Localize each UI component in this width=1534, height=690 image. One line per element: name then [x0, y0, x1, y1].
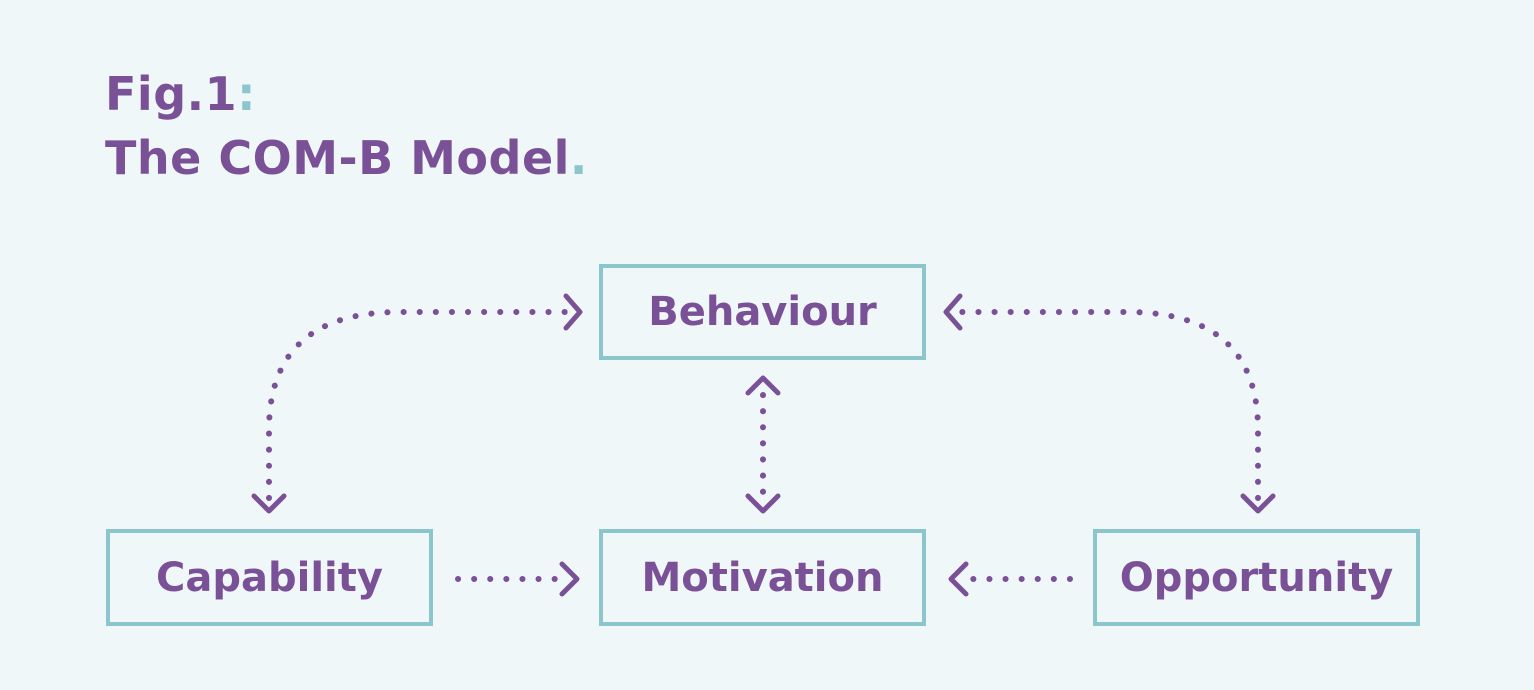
figure-title-text: The COM-B Model [105, 131, 570, 185]
arrowhead-to-motivation-top [745, 493, 781, 514]
figure-label: Fig.1 [105, 67, 238, 121]
figure-title: Fig.1: The COM-B Model. [105, 62, 588, 190]
node-behaviour-label: Behaviour [648, 289, 877, 335]
figure-label-line: Fig.1: [105, 62, 588, 126]
figure-title-punct: . [569, 131, 588, 185]
figure-title-line: The COM-B Model. [105, 126, 588, 190]
node-opportunity-label: Opportunity [1119, 554, 1394, 601]
node-capability-label: Capability [156, 554, 383, 601]
arrowhead-to-motivation-right [948, 561, 969, 597]
edge-opportunity-behaviour [957, 309, 1261, 501]
arrowhead-to-motivation-left [559, 561, 580, 597]
arrowhead-to-behaviour-right [943, 293, 963, 331]
arrowhead-to-capability [251, 493, 287, 514]
node-opportunity: Opportunity [1093, 529, 1420, 626]
arrowhead-to-behaviour-bottom [745, 375, 781, 396]
arrowhead-to-behaviour-left [563, 293, 583, 331]
node-motivation: Motivation [599, 529, 926, 626]
node-behaviour: Behaviour [599, 264, 926, 360]
node-capability: Capability [106, 529, 433, 626]
node-motivation-label: Motivation [641, 554, 884, 601]
arrowhead-to-opportunity [1240, 493, 1276, 514]
edge-capability-behaviour [266, 309, 569, 501]
figure-label-punct: : [237, 67, 257, 121]
